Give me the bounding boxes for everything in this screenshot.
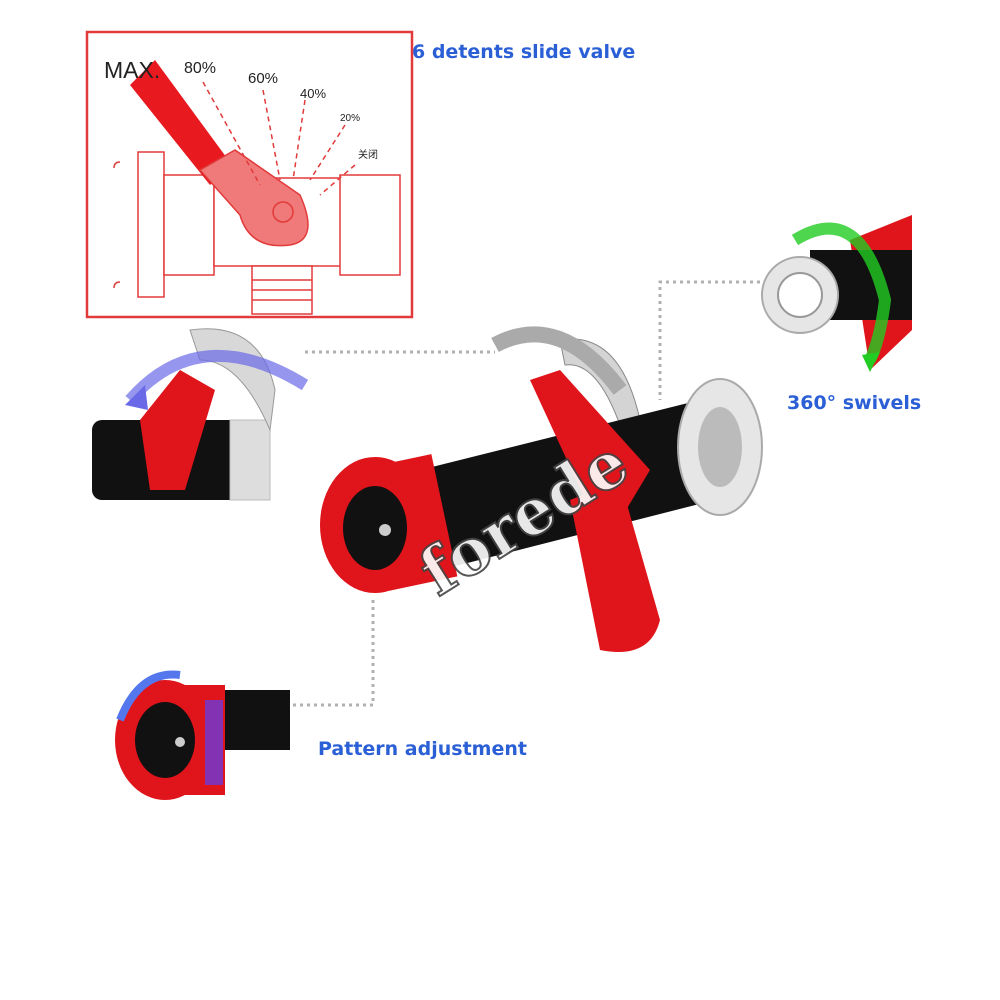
inset-handle-rotation (92, 328, 309, 501)
label-20: 20% (340, 113, 360, 124)
main-nozzle (320, 326, 763, 652)
callout-swivels: 360° swivels (787, 392, 922, 414)
label-40: 40% (300, 86, 326, 101)
label-max: MAX. (104, 57, 160, 83)
label-60: 60% (248, 70, 278, 87)
label-closed: 关闭 (358, 148, 378, 161)
inset-pattern (115, 670, 290, 800)
inset-swivel (761, 215, 912, 372)
callout-pattern-adjustment: Pattern adjustment (318, 738, 527, 760)
valve-diagram: MAX. 80% 60% 40% 20% 关闭 (85, 30, 414, 319)
callout-slide-valve: 6 detents slide valve (412, 41, 636, 63)
label-80: 80% (184, 60, 216, 77)
leader-lines (290, 280, 760, 707)
